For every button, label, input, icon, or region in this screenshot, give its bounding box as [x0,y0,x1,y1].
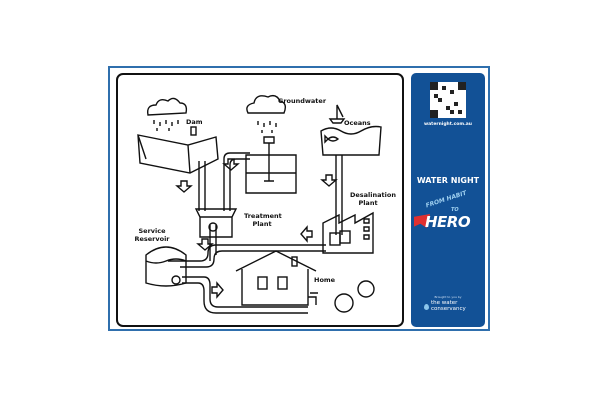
sponsor-logo: the water conservancy [431,300,466,312]
slogan-hero: HERO [425,213,471,231]
water-cycle-diagram: Dam Groundwater Oceans Desalination Plan… [116,73,404,327]
hero-cape-icon [414,214,430,228]
label-oceans: Oceans [344,119,371,127]
slogan-from-habit: FROM HABIT [424,189,468,210]
character-2 [357,280,375,298]
label-service-reservoir: Service Reservoir [134,227,170,243]
arrow-down-icon [222,158,240,171]
treatment-plant [194,208,238,238]
water-night-panel: waternight.com.au WATER NIGHT FROM HABIT… [411,73,485,327]
diagram-drawing [137,94,382,314]
dam [137,134,219,174]
fish [324,134,340,144]
arrow-down-icon [320,174,338,187]
pipe-reservoir-home [182,276,308,314]
sailboat [328,104,346,124]
arrow-left-icon [300,225,313,243]
label-groundwater: Groundwater [278,97,327,105]
website-url[interactable]: waternight.com.au [423,122,473,127]
groundwater-rain [257,121,277,133]
slogan-to: TO [451,207,459,213]
ocean [320,125,382,156]
brought-to-you-by: Brought to you by [434,295,462,299]
label-desalination-plant: Desalination Plant [350,191,396,207]
qr-pattern [430,82,466,118]
dam-rain [153,120,179,131]
tap [308,292,318,305]
dam-cloud [146,97,188,116]
service-reservoir [145,246,187,287]
arrow-down-icon [196,238,214,251]
groundwater-ground [245,154,297,194]
arrow-down-icon [175,180,193,193]
pipe-groundwater-treatment [223,152,250,211]
label-treatment-plant: Treatment Plant [244,212,282,228]
pipe-dam-treatment [198,161,206,211]
desalination-plant [322,211,374,254]
label-dam: Dam [186,118,203,126]
character-1 [334,293,354,313]
groundwater-pump [263,136,275,182]
pipe-desal-reservoir [168,244,326,268]
dam-tower [190,126,197,136]
water-drop-icon [424,304,429,310]
groundwater-cloud [246,94,287,114]
water-night-title: WATER NIGHT [416,176,480,185]
label-home: Home [314,276,336,284]
home [235,250,317,306]
arrow-right-icon [211,281,224,299]
qr-code[interactable] [430,82,466,118]
